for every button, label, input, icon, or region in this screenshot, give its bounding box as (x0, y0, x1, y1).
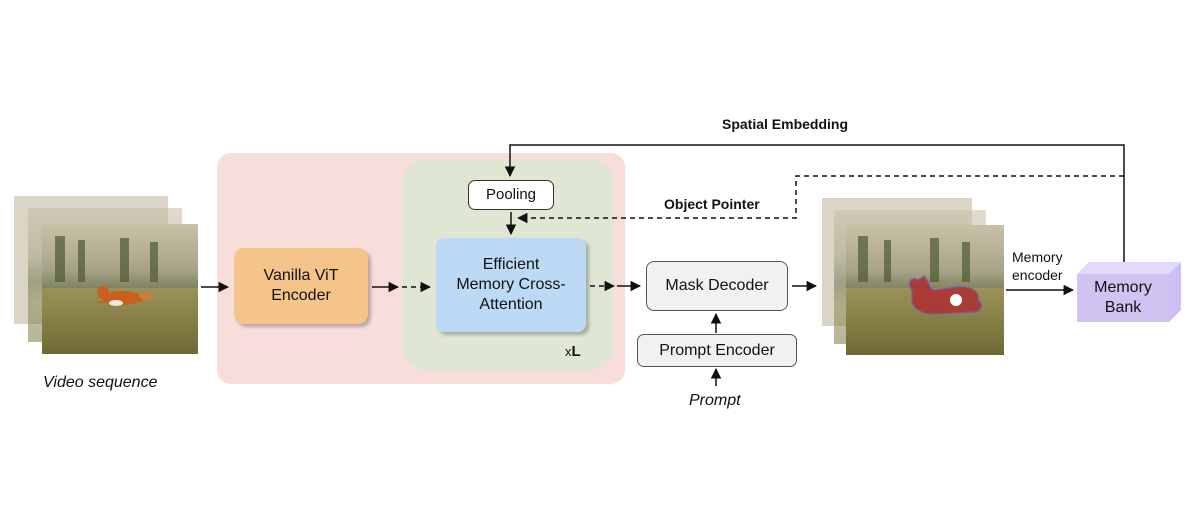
memory-encoder-line-1: Memory (1012, 249, 1063, 265)
vit-encoder-box: Vanilla ViT Encoder (234, 248, 368, 324)
memory-bank-box (1077, 262, 1181, 322)
output-mask-frames (822, 198, 1004, 355)
prompt-encoder-label: Prompt Encoder (659, 341, 775, 359)
input-video-frames (14, 196, 198, 354)
memory-attention-box: Efficient Memory Cross- Attention (436, 238, 586, 332)
memory-bank-line-2: Bank (1104, 299, 1142, 316)
memory-bank-label: Memory Bank (1077, 274, 1169, 322)
repeat-count-label: xL (565, 343, 581, 360)
memory-bank-line-1: Memory (1094, 279, 1152, 296)
memory-attention-line-1: Efficient (482, 256, 540, 273)
segmentation-mask (908, 275, 982, 315)
prompt-label: Prompt (689, 392, 741, 409)
vit-encoder-line-1: Vanilla ViT (263, 267, 339, 284)
memory-attention-line-3: Attention (479, 296, 543, 313)
vit-encoder-line-2: Encoder (271, 287, 331, 304)
mask-decoder-box: Mask Decoder (646, 261, 788, 311)
prompt-encoder-box: Prompt Encoder (637, 334, 797, 367)
mask-decoder-label: Mask Decoder (665, 277, 769, 294)
object-pointer-label: Object Pointer (664, 196, 760, 212)
dog-icon (97, 286, 153, 306)
video-sequence-label: Video sequence (43, 374, 158, 391)
repeat-count: L (571, 343, 581, 360)
pooling-label: Pooling (485, 186, 537, 203)
memory-encoder-label: Memory encoder (1012, 248, 1063, 284)
pooling-box: Pooling (468, 180, 554, 210)
memory-encoder-line-2: encoder (1012, 267, 1063, 283)
memory-attention-line-2: Memory Cross- (456, 276, 566, 293)
spatial-embedding-label: Spatial Embedding (722, 116, 849, 132)
repeat-prefix: x (565, 344, 572, 359)
